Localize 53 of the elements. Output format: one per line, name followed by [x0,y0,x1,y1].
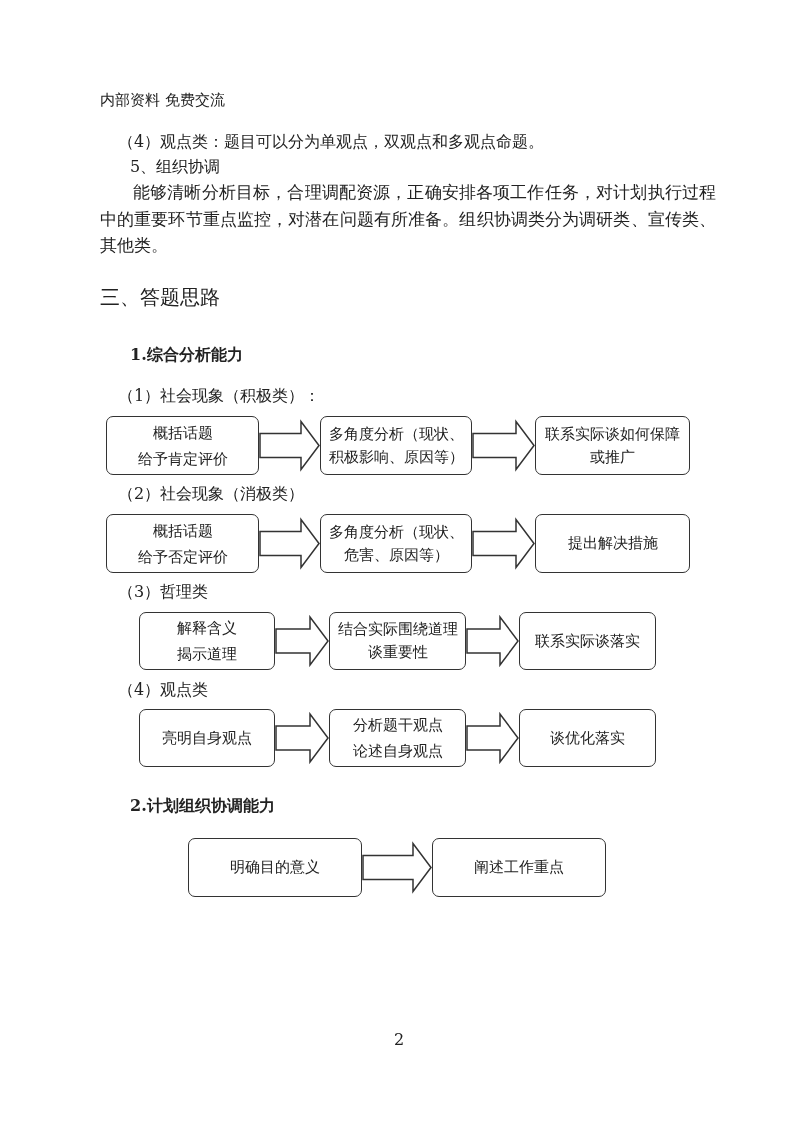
process-box [106,416,259,475]
box-text: 联系实际谈落实 [535,631,640,651]
paragraph: 能够清晰分析目标，合理调配资源，正确安排各项工作任务，对计划执行过程中的重要环节重点监控，对潜在问题有所准备。组织协调类分为调研类、宣传类、其他类。 [100,182,716,257]
block-arrow [259,419,320,472]
box-text: 分析题干观点 [352,716,443,735]
section-heading: 三、答题思路 [100,284,220,310]
block-arrow [466,614,519,668]
process-box [519,612,656,670]
subheading: 1.综合分析能力 [130,344,243,366]
process-box [519,709,656,767]
block-arrow [362,841,432,894]
page-number: 2 [394,1029,405,1051]
process-box [139,709,275,767]
box-text: 提出解决措施 [567,534,658,553]
box-text: 论述自身观点 [352,742,443,761]
process-box [535,416,690,475]
box-text: 明确目的意义 [230,858,320,877]
box-text: 概括话题 [152,423,213,443]
box-text: 概括话题 [152,521,213,541]
section-label: （3）哲理类 [118,581,209,603]
process-box [432,838,606,897]
block-arrow [466,711,519,765]
block-arrow [472,517,535,570]
subheading: 2.计划组织协调能力 [130,795,275,817]
box-text: 多角度分析（现状、积极影响、原因等） [327,424,465,467]
body-text: 5、组织协调 [130,156,221,178]
box-text: 结合实际围绕道理谈重要性 [336,620,459,662]
box-text: 揭示道理 [177,645,237,664]
block-arrow [472,419,535,472]
section-label: （4）观点类 [118,679,209,701]
process-box [188,838,362,897]
header-text: 内部资料 免费交流 [100,90,225,111]
body-text: （4）观点类：题目可以分为单观点，双观点和多观点命题。 [118,131,545,153]
section-label: （2）社会现象（消极类） [118,483,305,505]
section-label: （1）社会现象（积极类）： [118,385,321,407]
block-arrow [275,711,329,765]
box-text: 联系实际谈如何保障或推广 [544,424,681,467]
process-box [329,709,466,767]
box-text: 多角度分析（现状、危害、原因等） [327,522,465,565]
box-text: 亮明自身观点 [162,728,252,748]
box-text: 阐述工作重点 [474,858,564,877]
block-arrow [275,614,329,668]
block-arrow [259,517,320,570]
process-box [139,612,275,670]
box-text: 给予否定评价 [137,547,228,567]
box-text: 给予肯定评价 [137,449,228,469]
box-text: 谈优化落实 [550,728,625,748]
process-box [106,514,259,573]
process-box [535,514,690,573]
process-box [320,514,472,573]
process-box [320,416,472,475]
box-text: 解释含义 [177,619,237,638]
process-box [329,612,466,670]
